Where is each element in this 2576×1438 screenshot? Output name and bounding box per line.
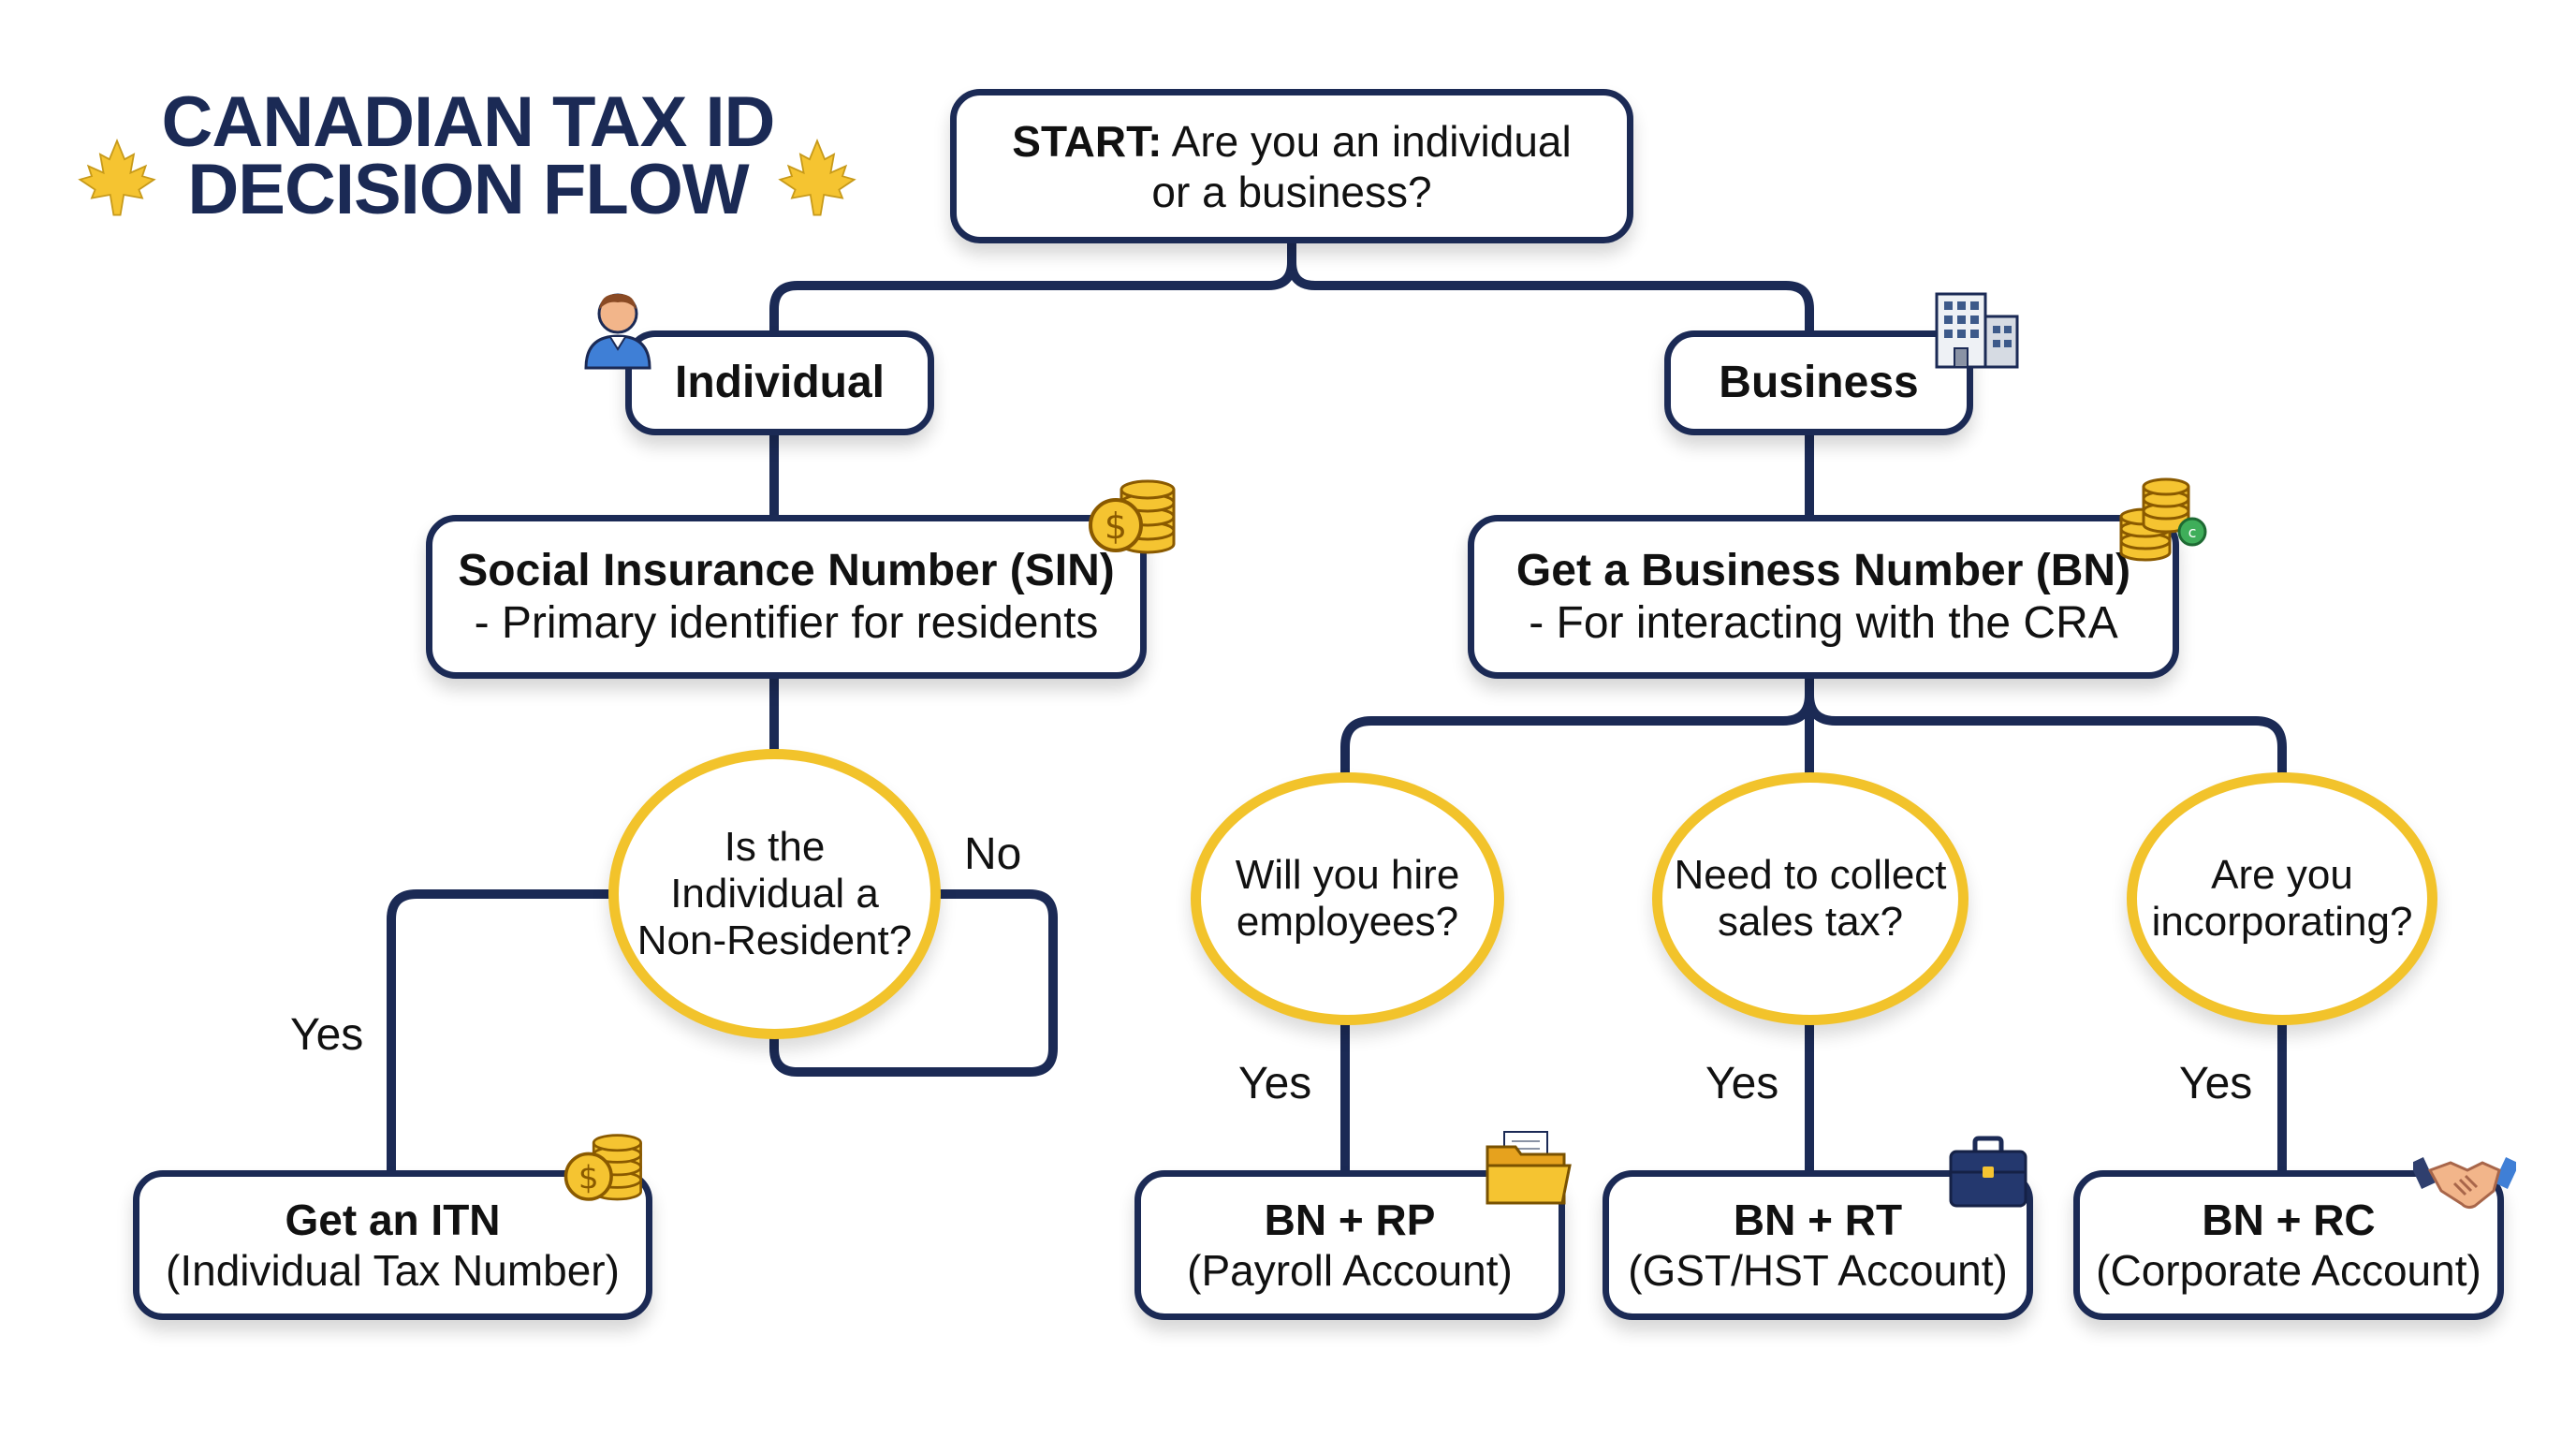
edge-label-yes-rc: Yes [2179,1059,2253,1108]
employees-line-2: employees? [1236,899,1459,945]
coin-stack-dollar-icon: $ [1089,479,1176,554]
maple-leaf-icon [78,139,156,216]
handshake-icon [2413,1157,2516,1210]
rt-title: BN + RT [1733,1196,1903,1244]
incorporating-line-1: Are you [2211,852,2353,898]
person-icon [584,293,651,370]
sin-title: Social Insurance Number (SIN) [458,545,1115,595]
connector-nonresident-no-loop [769,889,1058,1077]
rt-description: (GST/HST Account) [1628,1246,2008,1295]
briefcase-icon [1949,1136,2027,1208]
rc-title: BN + RC [2202,1196,2376,1244]
itn-title: Get an ITN [285,1196,501,1244]
business-label: Business [1719,358,1919,407]
salestax-line-1: Need to collect [1674,852,1947,898]
coin-stack-dollar-icon: $ [564,1134,642,1201]
itn-box: Get an ITN (Individual Tax Number) [133,1170,652,1320]
folder-icon [1486,1131,1572,1205]
coin-stack-icon: c [2119,477,2207,562]
connector-start-split [769,234,1814,337]
start-question-line-2: or a business? [1151,167,1432,216]
hire-employees-question: Will you hire employees? [1191,772,1504,1025]
rc-description: (Corporate Account) [2096,1246,2481,1295]
itn-description: (Individual Tax Number) [166,1246,620,1295]
connector-bn-split [1340,669,2287,782]
bn-title: Get a Business Number (BN) [1515,545,2131,595]
sin-box: Social Insurance Number (SIN) - Primary … [426,515,1147,679]
svg-text:$: $ [578,1159,599,1196]
maple-leaf-icon [778,139,856,216]
corporate-account-box: BN + RC (Corporate Account) [2073,1170,2504,1320]
gst-hst-account-box: BN + RT (GST/HST Account) [1603,1170,2033,1320]
svg-text:c: c [2188,523,2197,541]
rp-description: (Payroll Account) [1187,1246,1513,1295]
business-node: Business [1664,330,1973,435]
title-line-2: DECISION FLOW [187,150,749,229]
non-resident-line-2: Individual a [670,871,879,917]
non-resident-line-3: Non-Resident? [637,917,913,963]
rp-title: BN + RP [1264,1196,1436,1244]
incorporating-line-2: incorporating? [2151,899,2413,945]
sales-tax-question: Need to collect sales tax? [1652,772,1969,1025]
start-label: START: [1012,116,1163,166]
start-question-box: START: Are you an individual or a busine… [950,89,1633,243]
edge-label-yes-itn: Yes [290,1010,364,1060]
incorporating-question: Are you incorporating? [2127,772,2437,1025]
individual-label: Individual [674,358,885,407]
bn-box: Get a Business Number (BN) - For interac… [1468,515,2179,679]
bn-description: - For interacting with the CRA [1529,597,2118,648]
start-question-line-1: Are you an individual [1162,116,1572,166]
office-building-icon [1935,292,2019,369]
employees-line-1: Will you hire [1235,852,1460,898]
title-line-1: CANADIAN TAX ID [161,82,776,162]
edge-label-no: No [964,829,1022,879]
non-resident-line-1: Is the [724,824,826,870]
non-resident-question: Is the Individual a Non-Resident? [608,749,941,1039]
salestax-line-2: sales tax? [1717,899,1904,945]
individual-node: Individual [625,330,934,435]
edge-label-yes-rt: Yes [1705,1059,1779,1108]
diagram-title: CANADIAN TAX ID DECISION FLOW [140,82,796,229]
connector-nonresident-itn [387,889,613,1175]
edge-label-yes-rp: Yes [1238,1059,1312,1108]
sin-description: - Primary identifier for residents [474,597,1099,648]
svg-text:$: $ [1105,506,1127,547]
